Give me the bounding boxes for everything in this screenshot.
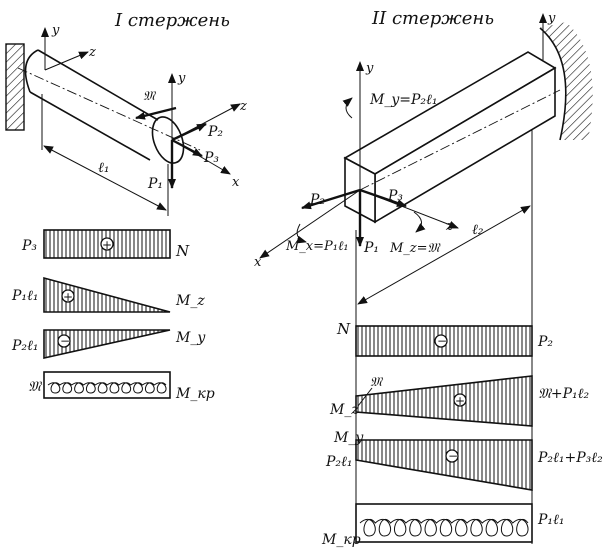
bar1-diagram-my-sign-text: − [60,334,70,348]
bar2-z-label: z [445,219,453,234]
bar2-diagram-n-right: P₂ [537,334,553,350]
bar1-diagram-n-sign-text: + [102,238,112,252]
bar1-z1-label: z [88,45,96,60]
bar2-p2-arrow [301,188,361,210]
bar1-p3-label: P₃ [203,150,219,166]
bar2-mz-arrow [413,211,426,233]
bar1-diagram-mkr-coil [47,382,167,394]
bar1-moment-arrow [135,106,177,120]
bar2-diagram-mkr-right: P₁ℓ₁ [537,512,564,528]
bar2-diagram-mz-sign [453,393,467,407]
bar1-y1-label: y [51,23,60,38]
bar2-length-dimension [357,205,531,305]
bar1-diagram-n-right: N [175,242,190,260]
bar2-length-label: ℓ₂ [472,222,484,238]
bar2-diagram-mkr [355,503,533,543]
bar2-diagram-mkr-coil [359,519,529,537]
bar2-center-line [359,89,561,191]
bar2-diagram-mkr-left: M_кр [321,532,361,548]
bar2-diagram-n-sign-text: − [437,334,447,348]
bar2-diagram-n-sign [434,334,448,348]
bar1-x-label: x [232,175,240,190]
bar1-diagram-mkr-left: 𝔐 [28,379,43,395]
bar1-diagram-my-sign [57,334,71,348]
bar1-center-line [17,67,201,151]
bar1-title: I стержень [114,10,230,31]
bar1-diagram-n-sign [100,237,114,251]
bar1-diagram-n-left: P₃ [21,238,37,254]
bar1-diagram-mz-left: P₁ℓ₁ [11,288,38,304]
bar2-diagram-my-sign-text: − [448,449,458,463]
bar2-p3-label: P₃ [387,188,403,204]
bar1-z2-label: z [239,99,247,114]
bar2-y1-label: y [547,11,556,26]
bar1-p2-arrow [171,122,207,142]
bar2-wall-hatch [540,22,593,140]
bar1-cylinder-top [37,49,159,121]
bar2-diagram-my-right: P₂ℓ₁+P₃ℓ₂ [537,450,603,466]
bar2-y2-label: y [365,61,374,76]
bar2-diagram-n-left: N [336,320,351,338]
bar1-p3-arrow [171,138,203,158]
bar1-diagram-mkr-right: M_кр [175,386,215,402]
bar2-diagram-my-sign [445,449,459,463]
bar2-diagram-my-left2: P₂ℓ₁ [325,454,352,470]
bar1-diagram-mz-sign-text: + [63,290,73,304]
bar1-y2-label: y [177,71,186,86]
bar2-diagram-mz [355,375,533,427]
bar2-diagram-mz-left: M_z [329,402,359,418]
bar1-diagram-my-left: P₂ℓ₁ [11,338,38,354]
bar1-diagram-mz-sign [61,289,75,303]
bar2-x-label: x [254,255,262,270]
bar1-end-section [151,116,185,164]
bar1-cylinder-root [24,49,39,93]
bar2-my-label: M_y=P₂ℓ₁ [369,92,437,108]
bar2-end-x-axis [259,189,361,259]
bar1-length-label: ℓ₁ [98,160,109,176]
bar1-p1-label: P₁ [147,176,163,192]
bar1-wall [5,43,25,131]
bar1-diagram-my [43,329,171,359]
bar2-diagram-mz-right: 𝔐+P₁ℓ₂ [538,386,589,402]
bar1-length-dimension [43,145,167,211]
bar2-p1-label: P₁ [363,240,379,256]
bar1-moment-label: 𝔐 [143,89,157,104]
bar1-diagram-mkr [43,371,171,399]
bar2-diagram-mz-inner: 𝔐 [370,375,384,390]
bar2-diagram-my-left: M_y [333,430,364,446]
bar1-diagram-my-right: M_y [175,330,206,346]
bar2-mz-label: M_z=𝔐 [389,241,442,256]
bar2-group: II стержень y y x z M_y=P₂ℓ₁ P₁ P₂ P₃ M_… [254,8,603,548]
bar2-title: II стержень [371,8,494,29]
bar1-root-z-axis [44,51,89,71]
bar2-diagram-my [355,439,533,491]
bar1-p2-label: P₂ [207,124,223,140]
bar2-diagram-mz-pointer [357,387,373,407]
bar2-p2-label: P₂ [309,192,325,208]
bar2-mx-arrow [296,223,307,244]
bar2-my-arrow [342,97,353,119]
bar1-cylinder-bottom [29,91,151,161]
bar2-diagram-mz-sign-text: + [455,394,465,408]
bar2-p3-arrow [359,188,407,208]
bar1-diagram-mz [43,276,171,313]
bar1-diagram-mz-right: M_z [175,293,205,309]
bar2-mx-label: M_x=P₁ℓ₁ [285,239,349,254]
bar1-group: I стержень y z y z x 𝔐 P₁ P₂ P₃ [5,10,247,402]
